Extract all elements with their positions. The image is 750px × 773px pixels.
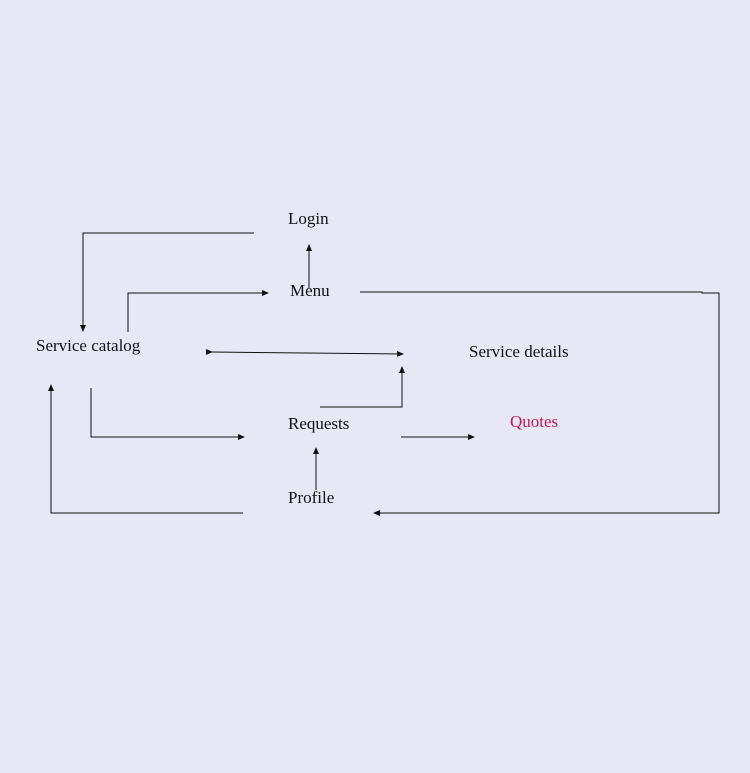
node-service-details: Service details — [469, 342, 569, 361]
edge-login-to-service-catalog — [80, 232, 254, 332]
edge-requests-to-service-details — [320, 366, 405, 408]
node-service-catalog: Service catalog — [36, 336, 141, 355]
node-quotes: Quotes — [510, 412, 559, 431]
edge-service-catalog-service-details — [205, 348, 404, 357]
edge-service-catalog-to-requests — [90, 388, 245, 440]
node-menu: Menu — [290, 281, 330, 300]
node-login: Login — [288, 209, 329, 228]
edge-service-catalog-to-menu — [127, 290, 269, 332]
edge-menu-to-profile — [360, 291, 720, 516]
edge-profile-to-service-catalog — [48, 384, 243, 514]
node-profile: Profile — [288, 488, 335, 507]
node-requests: Requests — [288, 414, 350, 433]
